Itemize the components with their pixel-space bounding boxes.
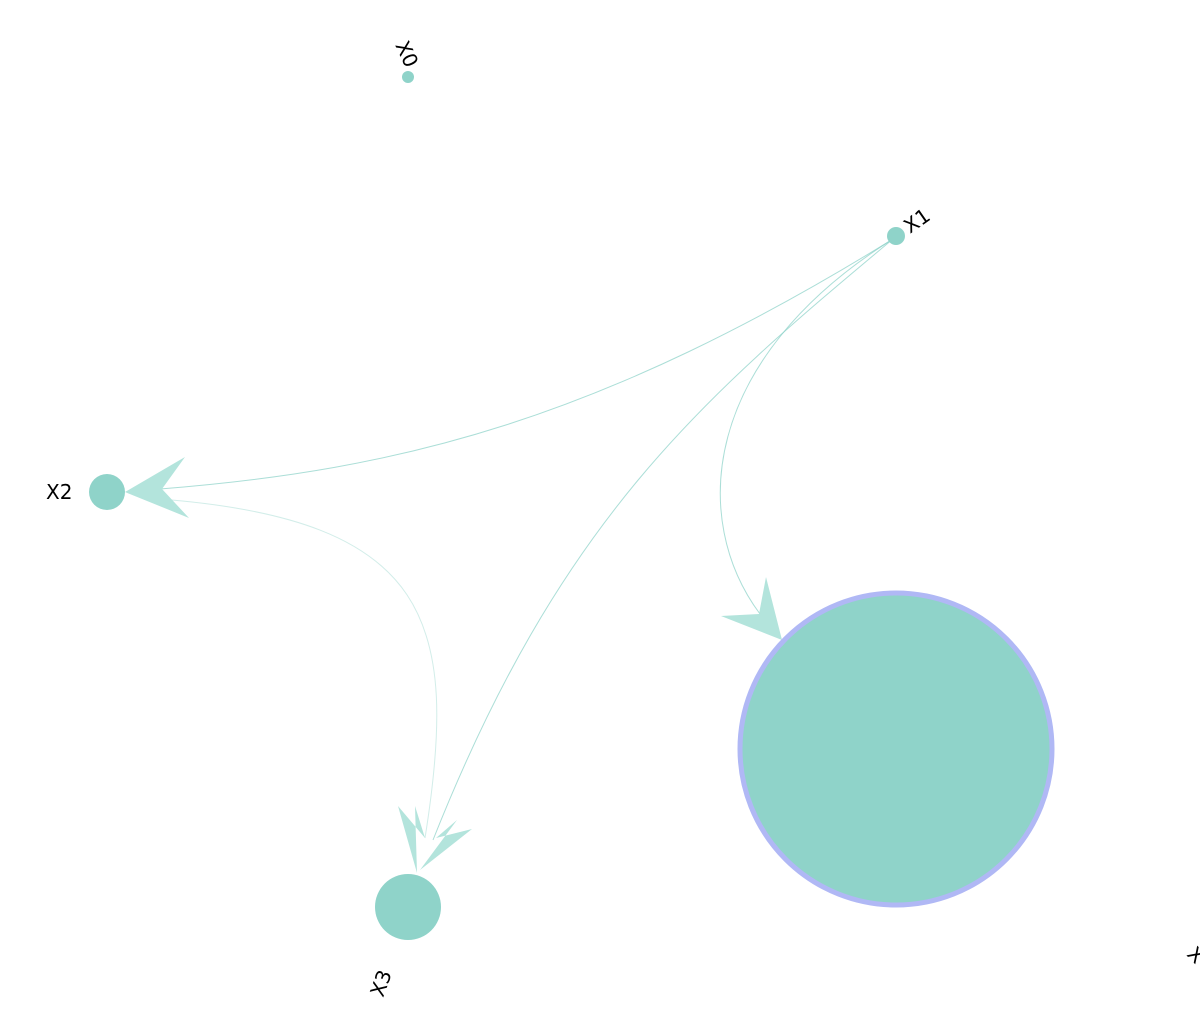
edge-x2-x3 <box>159 498 438 839</box>
node-x3[interactable] <box>375 874 441 940</box>
node-x2[interactable] <box>89 474 125 510</box>
arrowhead-into-x3-b <box>420 820 472 870</box>
edge-x1-x2 <box>159 238 894 490</box>
edges <box>159 238 894 841</box>
node-x1[interactable] <box>887 227 905 245</box>
edge-x1-big-node <box>719 238 894 615</box>
arrowhead-into-big-node <box>721 577 782 640</box>
edge-x1-x3 <box>432 238 894 841</box>
arrowhead-into-x3-a <box>398 806 425 873</box>
label-x3: X3 <box>365 967 397 1000</box>
labels: X0 X1 X2 X3 X <box>46 37 1200 1000</box>
label-x0: X0 <box>390 37 423 71</box>
label-offscreen-node: X <box>1182 942 1200 969</box>
node-large-highlighted[interactable] <box>737 590 1055 908</box>
label-x2: X2 <box>46 480 72 504</box>
arrowhead-into-x2 <box>125 457 189 518</box>
arrowheads <box>125 457 782 873</box>
node-x0[interactable] <box>402 71 414 83</box>
nodes <box>89 71 1055 940</box>
